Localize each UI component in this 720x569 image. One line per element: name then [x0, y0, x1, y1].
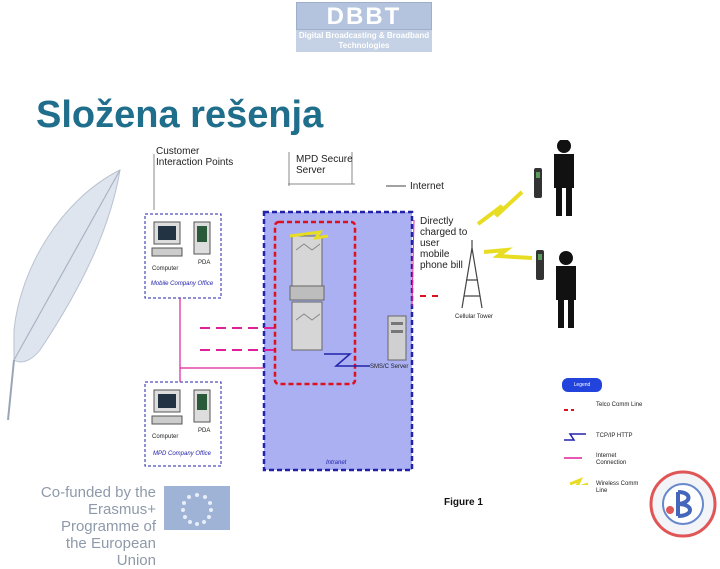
mobile-pda-label: PDA [198, 260, 211, 266]
mobile-phone-icon [534, 168, 542, 198]
lightning-icon [476, 190, 524, 226]
legend-item: Internet Connection [596, 453, 627, 466]
tcpip-link-icon [324, 353, 370, 367]
pda-icon [193, 221, 211, 255]
mobile-office-box [144, 213, 222, 299]
cellular-tower-icon [461, 240, 483, 309]
mpd-pda-label: PDA [198, 428, 211, 434]
legend-item: Wireless Comm Line [596, 481, 639, 494]
cellular-tower-label: Cellular Tower [455, 314, 493, 320]
intranet-label: Intranet [326, 460, 347, 466]
figure-label: Figure 1 [444, 497, 483, 508]
directly-charged-label: Directly charged to user mobile phone bi… [420, 216, 468, 271]
mobile-computer-label: Computer [152, 266, 179, 272]
cofunded-text: Co-funded by the Erasmus+ Programme of t… [40, 484, 156, 569]
eu-flag-icon [164, 486, 230, 530]
intranet-region [262, 210, 414, 472]
mobile-phone-icon [536, 250, 544, 280]
feather-quill-icon [7, 169, 121, 421]
legend-item: Telco Comm Line [596, 402, 643, 408]
person-icon [556, 251, 576, 328]
mobile-office-label: Mobile Company Office [150, 281, 214, 287]
mpd-secure-server-label: MPD Secure Server [296, 154, 353, 176]
page-title: Složena rešenja [36, 94, 324, 136]
internet-label: Internet [410, 181, 444, 192]
legend-item: TCP/IP HTTP [596, 433, 633, 439]
dbbt-emblem-icon [649, 470, 717, 538]
server-cluster-box [273, 220, 357, 386]
logo-subtitle: Digital Broadcasting & Broadband Technol… [296, 30, 432, 52]
computer-icon [151, 389, 183, 425]
computer-icon [151, 221, 183, 257]
logo-title: DBBT [296, 2, 432, 30]
mpd-computer-label: Computer [152, 434, 179, 440]
mpd-office-label: MPD Company Office [152, 451, 212, 457]
customer-interaction-label: Customer Interaction Points [156, 146, 234, 168]
sms-server-label: SMS/C Server [370, 364, 409, 370]
lightning-icon [483, 247, 533, 260]
mpd-office-box [144, 381, 222, 467]
server-stack-icon [289, 235, 325, 351]
person-icon [554, 140, 574, 216]
sms-server-icon [387, 315, 407, 361]
pda-icon [193, 389, 211, 423]
legend-title: Legend [562, 378, 602, 392]
network-diagram [144, 140, 589, 485]
